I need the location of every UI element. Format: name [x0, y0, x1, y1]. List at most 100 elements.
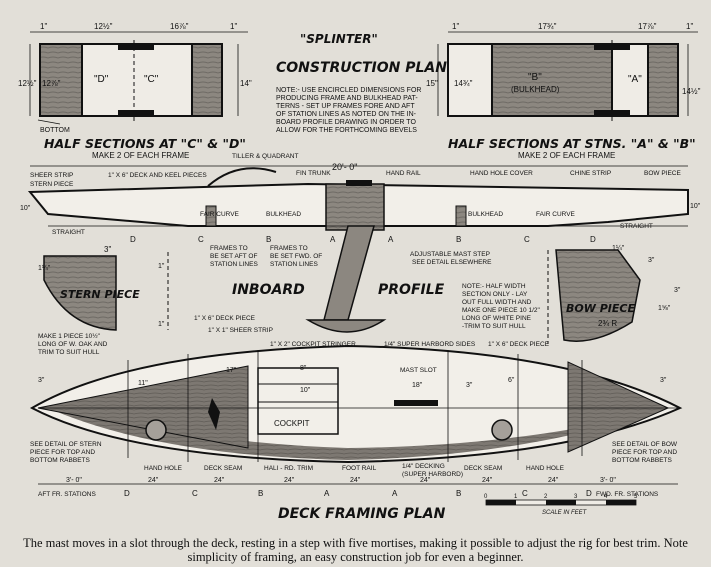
- dim-ab-6: 14½": [682, 87, 701, 96]
- profile-station-4: A: [388, 235, 394, 244]
- label-fin-trunk: FIN TRUNK: [296, 170, 331, 177]
- note-line-1: PRODUCING FRAME AND BULKHEAD PAT-: [276, 95, 418, 102]
- dim-ab-2: 17⅞": [638, 22, 657, 31]
- dim-ab-5: 14¾": [454, 79, 473, 88]
- deck-label-mast-slot: MAST SLOT: [400, 367, 437, 374]
- bottom-dim-5: 24": [420, 477, 431, 484]
- note-line-2: TERNS - SET UP FRAMES FORE AND AFT: [276, 103, 415, 110]
- deck-station-5: B: [456, 489, 461, 498]
- deck-label-decking-1: 1/4" DECKING: [402, 463, 445, 470]
- label-sheer-strip: SHEER STRIP: [30, 172, 73, 179]
- bow-note-1: SECTION ONLY - LAY: [462, 291, 528, 298]
- height-fwd: 10": [690, 203, 701, 210]
- deck-label-cockpit-stringer: 1" X 2" COCKPIT STRINGER: [270, 341, 356, 348]
- deck-label-cockpit: COCKPIT: [274, 419, 310, 428]
- dim-cd-1: 12½": [94, 22, 113, 31]
- bow-note-4: LONG OF WHITE PINE: [462, 315, 532, 322]
- bottom-dim-3: 24": [284, 477, 295, 484]
- note-line-4: BOARD PROFILE DRAWING IN ORDER TO: [276, 119, 416, 126]
- inner-dim-8: 3": [38, 377, 45, 384]
- scale-tick-2: 2: [544, 494, 548, 500]
- length-dim: 20'- 0": [332, 162, 357, 172]
- deck-station-0: D: [124, 489, 130, 498]
- frames-fwd-0: FRAMES TO: [270, 245, 308, 252]
- plan-title: CONSTRUCTION PLANS: [276, 60, 457, 76]
- frames-aft-2: STATION LINES: [210, 261, 258, 268]
- bulkhead-label: (BULKHEAD): [511, 85, 560, 94]
- half-sections-ab-subtitle: MAKE 2 OF EACH FRAME: [518, 151, 615, 160]
- bottom-dim-7: 24": [548, 477, 559, 484]
- label-a: "A": [628, 74, 642, 85]
- bow-note-5: -TRIM TO SUIT HULL: [462, 323, 526, 330]
- bow-dim-1: 1¼": [612, 245, 625, 252]
- bottom-dim-4: 24": [350, 477, 361, 484]
- scale-tick-1: 1: [514, 494, 518, 500]
- inner-dim-7: 3": [660, 377, 667, 384]
- frames-fwd-2: STATION LINES: [270, 261, 318, 268]
- bottom-dim-0: 3'- 0": [66, 477, 82, 484]
- label-bulkhead-1: BULKHEAD: [266, 211, 301, 218]
- dim-ab-3: 1": [686, 22, 693, 31]
- bottom-dim-2: 24": [214, 477, 225, 484]
- scale-tick-4: 4: [604, 494, 608, 500]
- see-stern-1: PIECE FOR TOP AND: [30, 449, 95, 456]
- scale-tick-3: 3: [574, 494, 578, 500]
- stern-note-0: MAKE 1 PIECE 10½": [38, 332, 101, 340]
- label-stern-piece: STERN PIECE: [30, 181, 74, 188]
- inner-dim-3: 10": [300, 387, 311, 394]
- inner-dim-5: 3": [466, 382, 473, 389]
- bow-note-0: NOTE:- HALF WIDTH: [462, 283, 526, 290]
- bottom-dim-8: 3'- 0": [600, 477, 616, 484]
- label-bow-piece: BOW PIECE: [644, 170, 682, 177]
- inner-dim-4: 18": [412, 382, 423, 389]
- deck-label-super-harbord-sides: 1/4" SUPER HARBORD SIDES: [384, 341, 476, 348]
- scale-tick-0: 0: [484, 494, 488, 500]
- deck-label-decking-2: (SUPER HARBORD): [402, 471, 463, 478]
- label-chine-strip: CHINE STRIP: [570, 170, 611, 177]
- label-bulkhead-2: BULKHEAD: [468, 211, 503, 218]
- dim-cd-0: 1": [40, 22, 47, 31]
- dim-ab-1: 17¾": [538, 22, 557, 31]
- deck-label-hand-hole-1: HAND HOLE: [144, 465, 183, 472]
- dim-cd-2: 16⅞": [170, 22, 189, 31]
- profile-station-0: D: [130, 235, 136, 244]
- profile-station-2: B: [266, 235, 271, 244]
- deck-label-deck-seam-2: DECK SEAM: [464, 465, 502, 472]
- scale-bar: [485, 499, 637, 506]
- inner-dim-0: 11": [138, 380, 148, 387]
- inboard-title: INBOARD: [232, 282, 305, 298]
- plan-name: "SPLINTER": [300, 32, 378, 46]
- dim-ab-0: 1": [452, 22, 459, 31]
- frames-fwd-1: BE SET FWD. OF: [270, 253, 322, 260]
- scale-label: SCALE IN FEET: [542, 510, 588, 516]
- bow-piece-title: BOW PIECE: [566, 302, 635, 315]
- bottom-label: BOTTOM: [40, 127, 70, 134]
- dim-cd-5: 12⅞": [42, 79, 61, 88]
- label-b: "B": [528, 72, 542, 83]
- stern-note-1: LONG OF W. OAK AND: [38, 341, 108, 348]
- deck-station-2: B: [258, 489, 263, 498]
- frames-aft-1: BE SET AFT OF: [210, 253, 257, 260]
- bow-dim-2: 3": [674, 287, 681, 294]
- label-c: "C": [144, 74, 159, 85]
- mast-step-1: SEE DETAIL ELSEWHERE: [412, 259, 492, 266]
- stern-dim-1: 1¼": [38, 265, 51, 272]
- dim-ab-4: 15": [426, 79, 438, 88]
- profile-station-6: C: [524, 235, 530, 244]
- half-sections-cd-subtitle: MAKE 2 OF EACH FRAME: [92, 151, 189, 160]
- deck-framing-hull: [29, 344, 683, 485]
- bow-dim-4: 2¾ R: [598, 319, 617, 328]
- label-straight-2: STRAIGHT: [620, 223, 653, 230]
- half-sections-cd: [29, 31, 248, 125]
- label-straight-1: STRAIGHT: [52, 229, 85, 236]
- label-d: "D": [94, 74, 109, 85]
- profile-station-5: B: [456, 235, 461, 244]
- deck-station-4: A: [392, 489, 398, 498]
- note-line-5: ALLOW FOR THE FORTHCOMING BEVELS: [276, 127, 417, 134]
- dim-cd-3: 1": [230, 22, 237, 31]
- profile-station-1: C: [198, 235, 204, 244]
- inner-dim-6: 6": [508, 377, 515, 384]
- deck-label-sheer-strip: 1" X 1" SHEER STRIP: [208, 327, 273, 334]
- bottom-dim-6: 24": [482, 477, 493, 484]
- deck-label-foot-rail: FOOT RAIL: [342, 465, 377, 472]
